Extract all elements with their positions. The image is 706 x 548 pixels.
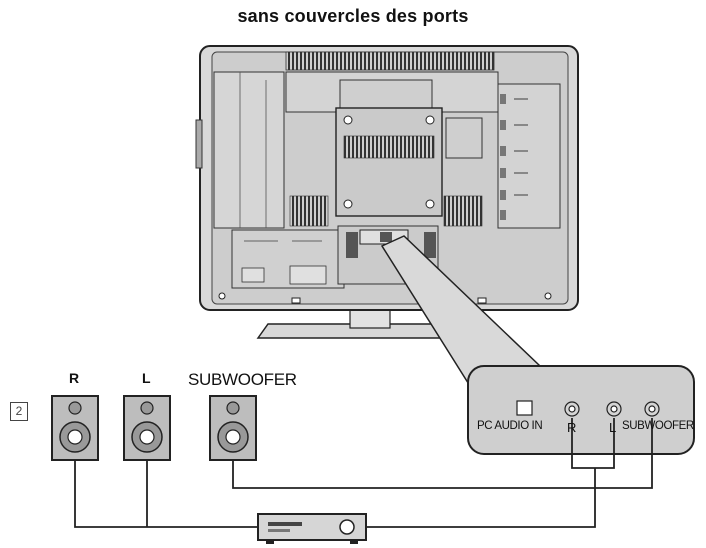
cables <box>74 418 653 528</box>
pc-audio-in-label: PC AUDIO IN <box>477 420 543 432</box>
diagram-title: sans couvercles des ports <box>237 6 469 26</box>
speaker-subwoofer <box>209 395 257 461</box>
tv-rear-view <box>195 45 579 339</box>
panel-subwoofer-label: SUBWOOFER <box>622 420 694 432</box>
step-number-badge: 2 <box>10 402 28 421</box>
speaker-right-label: R <box>69 370 80 386</box>
speaker-left <box>123 395 171 461</box>
speaker-subwoofer-label: SUBWOOFER <box>188 370 297 389</box>
amplifier <box>257 513 367 544</box>
zoom-callout <box>380 235 695 455</box>
panel-l-label: L <box>609 420 616 435</box>
speaker-left-label: L <box>142 370 151 386</box>
speaker-right <box>51 395 99 461</box>
panel-r-label: R <box>567 420 576 435</box>
